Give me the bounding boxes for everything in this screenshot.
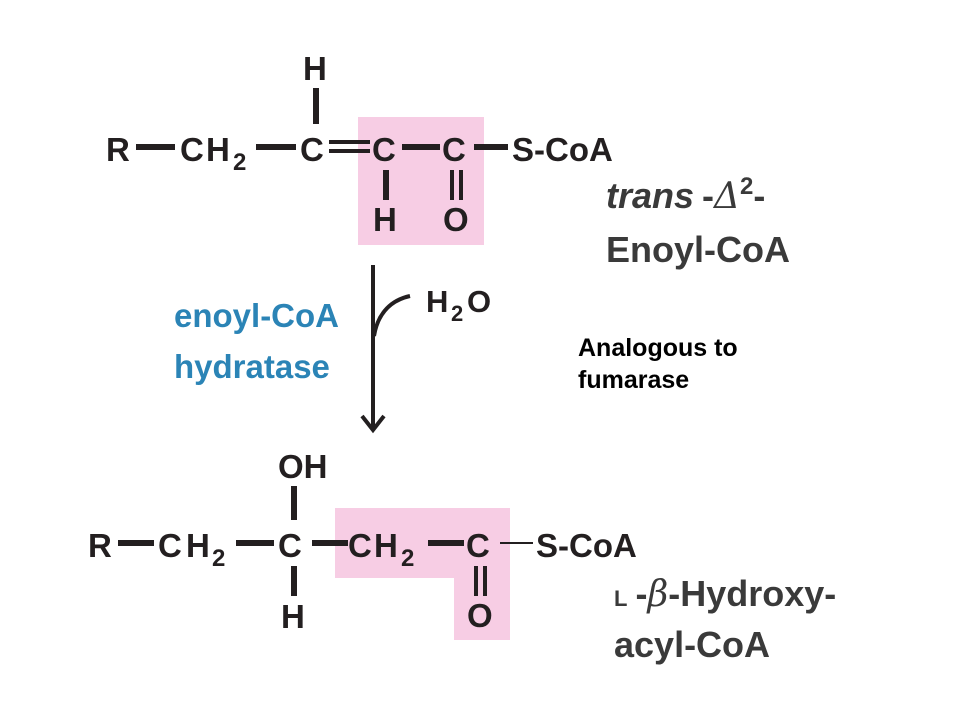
delta-symbol: Δ: [712, 176, 740, 217]
product-c-center: C: [278, 527, 302, 564]
substrate-h-top: H: [303, 50, 327, 87]
product-name-rest: -Hydroxy-: [668, 573, 836, 614]
substrate-ch2-h: H: [206, 131, 230, 168]
substrate-name-dash2: -: [753, 175, 765, 216]
product-ch2-c: C: [158, 527, 182, 564]
annotation-line2: fumarase: [578, 366, 690, 394]
product-c-carbonyl: C: [466, 527, 490, 564]
product-ch2b-h: H: [374, 527, 398, 564]
product-oh: OH: [278, 448, 328, 485]
svg-text:trans-Δ2-: trans-Δ2-: [606, 173, 765, 217]
enzyme-name-line2: hydratase: [174, 348, 330, 385]
water-h: H: [426, 284, 448, 319]
reaction-arrow: [360, 265, 411, 434]
annotation-note: Analogous to fumarase: [578, 332, 738, 396]
substrate-c-carbonyl: C: [442, 131, 466, 168]
product-ch2b-subscript: 2: [401, 545, 414, 572]
product-h-bottom: H: [281, 598, 305, 635]
svg-text:L-β-Hydroxy-: L-β-Hydroxy-: [614, 573, 836, 615]
annotation-line1: Analogous to: [578, 334, 738, 362]
water-reagent: H 2 O: [426, 284, 491, 326]
arrow-head: [360, 414, 386, 434]
substrate-name-trans: trans: [606, 175, 694, 216]
enzyme-label: enoyl-CoA hydratase: [174, 297, 339, 385]
delta-superscript: 2: [740, 173, 753, 200]
substrate-ch2-subscript: 2: [233, 149, 246, 176]
substrate-name-line2: Enoyl-CoA: [606, 229, 790, 270]
product-name-line2: acyl-CoA: [614, 624, 770, 665]
beta-symbol: β: [645, 574, 668, 615]
product-ch2-h: H: [186, 527, 210, 564]
product-name-dash: -: [635, 573, 647, 614]
water-subscript: 2: [451, 301, 463, 326]
water-input-curve: [372, 294, 411, 337]
substrate-r-group: R: [106, 131, 130, 168]
water-o: O: [467, 284, 491, 319]
product-s-coa: S-CoA: [536, 527, 637, 564]
product-ch2-subscript: 2: [212, 545, 225, 572]
product-structure: R C H 2 C OH H C H 2 C O S-CoA: [88, 448, 637, 640]
substrate-c-alpha: C: [372, 131, 396, 168]
substrate-ch2-c: C: [180, 131, 204, 168]
product-name-l: L: [614, 586, 627, 611]
substrate-s-coa: S-CoA: [512, 131, 613, 168]
product-highlight-shape: [335, 508, 510, 640]
product-r-group: R: [88, 527, 112, 564]
product-ch2b-c: C: [348, 527, 372, 564]
substrate-name-dash1: -: [702, 175, 714, 216]
product-o: O: [467, 597, 493, 634]
substrate-name: trans-Δ2- Enoyl-CoA: [606, 173, 790, 270]
substrate-c-beta: C: [300, 131, 324, 168]
product-name: L-β-Hydroxy- acyl-CoA: [614, 573, 836, 665]
substrate-o: O: [443, 201, 469, 238]
substrate-h-bottom: H: [373, 201, 397, 238]
substrate-structure: R C H 2 C H C H C O S-CoA: [106, 50, 613, 245]
enzyme-name-line1: enoyl-CoA: [174, 297, 339, 334]
